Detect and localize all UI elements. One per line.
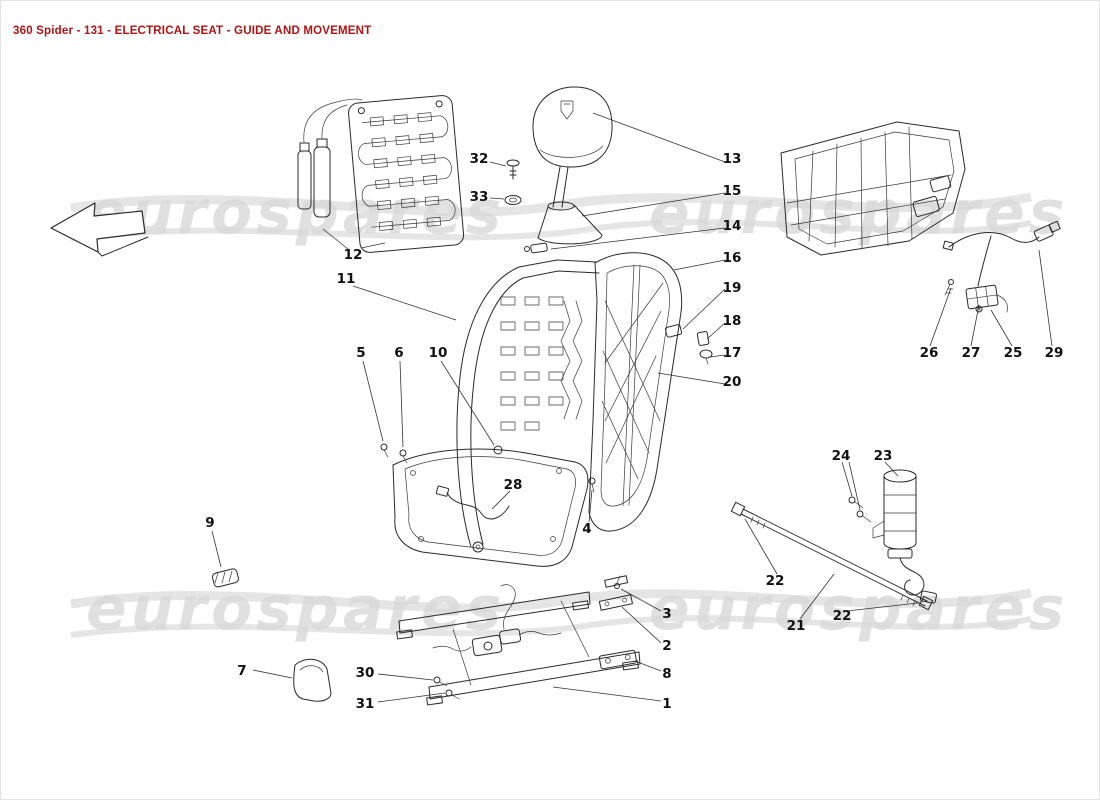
headrest-screw bbox=[506, 159, 520, 180]
seat-wiring-harness bbox=[942, 220, 1061, 287]
backrest-knob-parts bbox=[664, 324, 713, 365]
seat-cushion-pan bbox=[392, 448, 589, 567]
watermark-text: eurospares bbox=[86, 178, 505, 248]
watermark-row-bottom: eurospares eurospares bbox=[70, 574, 1068, 644]
watermark-row-top: eurospares eurospares bbox=[70, 178, 1068, 248]
control-unit-fasteners bbox=[944, 279, 983, 313]
headrest-bushing bbox=[504, 195, 522, 205]
mount-bolts bbox=[380, 443, 596, 493]
watermark-text: eurospares bbox=[86, 574, 505, 644]
drive-rod bbox=[730, 501, 934, 611]
stem-clamp bbox=[524, 242, 548, 254]
watermark-text: eurospares bbox=[649, 178, 1068, 248]
leader-lines bbox=[211, 112, 1053, 703]
seat-control-unit bbox=[965, 284, 1008, 313]
seat-heater-pad bbox=[348, 95, 465, 253]
cushion-frame bbox=[780, 121, 966, 256]
direction-arrow-icon bbox=[50, 202, 149, 257]
headrest bbox=[532, 86, 613, 208]
backrest-frame bbox=[456, 252, 683, 553]
seat-wiring bbox=[435, 485, 510, 520]
seat-lift-motor bbox=[872, 469, 937, 604]
watermark-text: eurospares bbox=[649, 574, 1068, 644]
headrest-guide bbox=[537, 201, 603, 245]
cable-clip bbox=[212, 568, 239, 588]
heater-pump bbox=[297, 98, 363, 218]
page-title: 360 Spider - 131 - ELECTRICAL SEAT - GUI… bbox=[13, 25, 372, 37]
rail-end-cap bbox=[293, 658, 332, 702]
